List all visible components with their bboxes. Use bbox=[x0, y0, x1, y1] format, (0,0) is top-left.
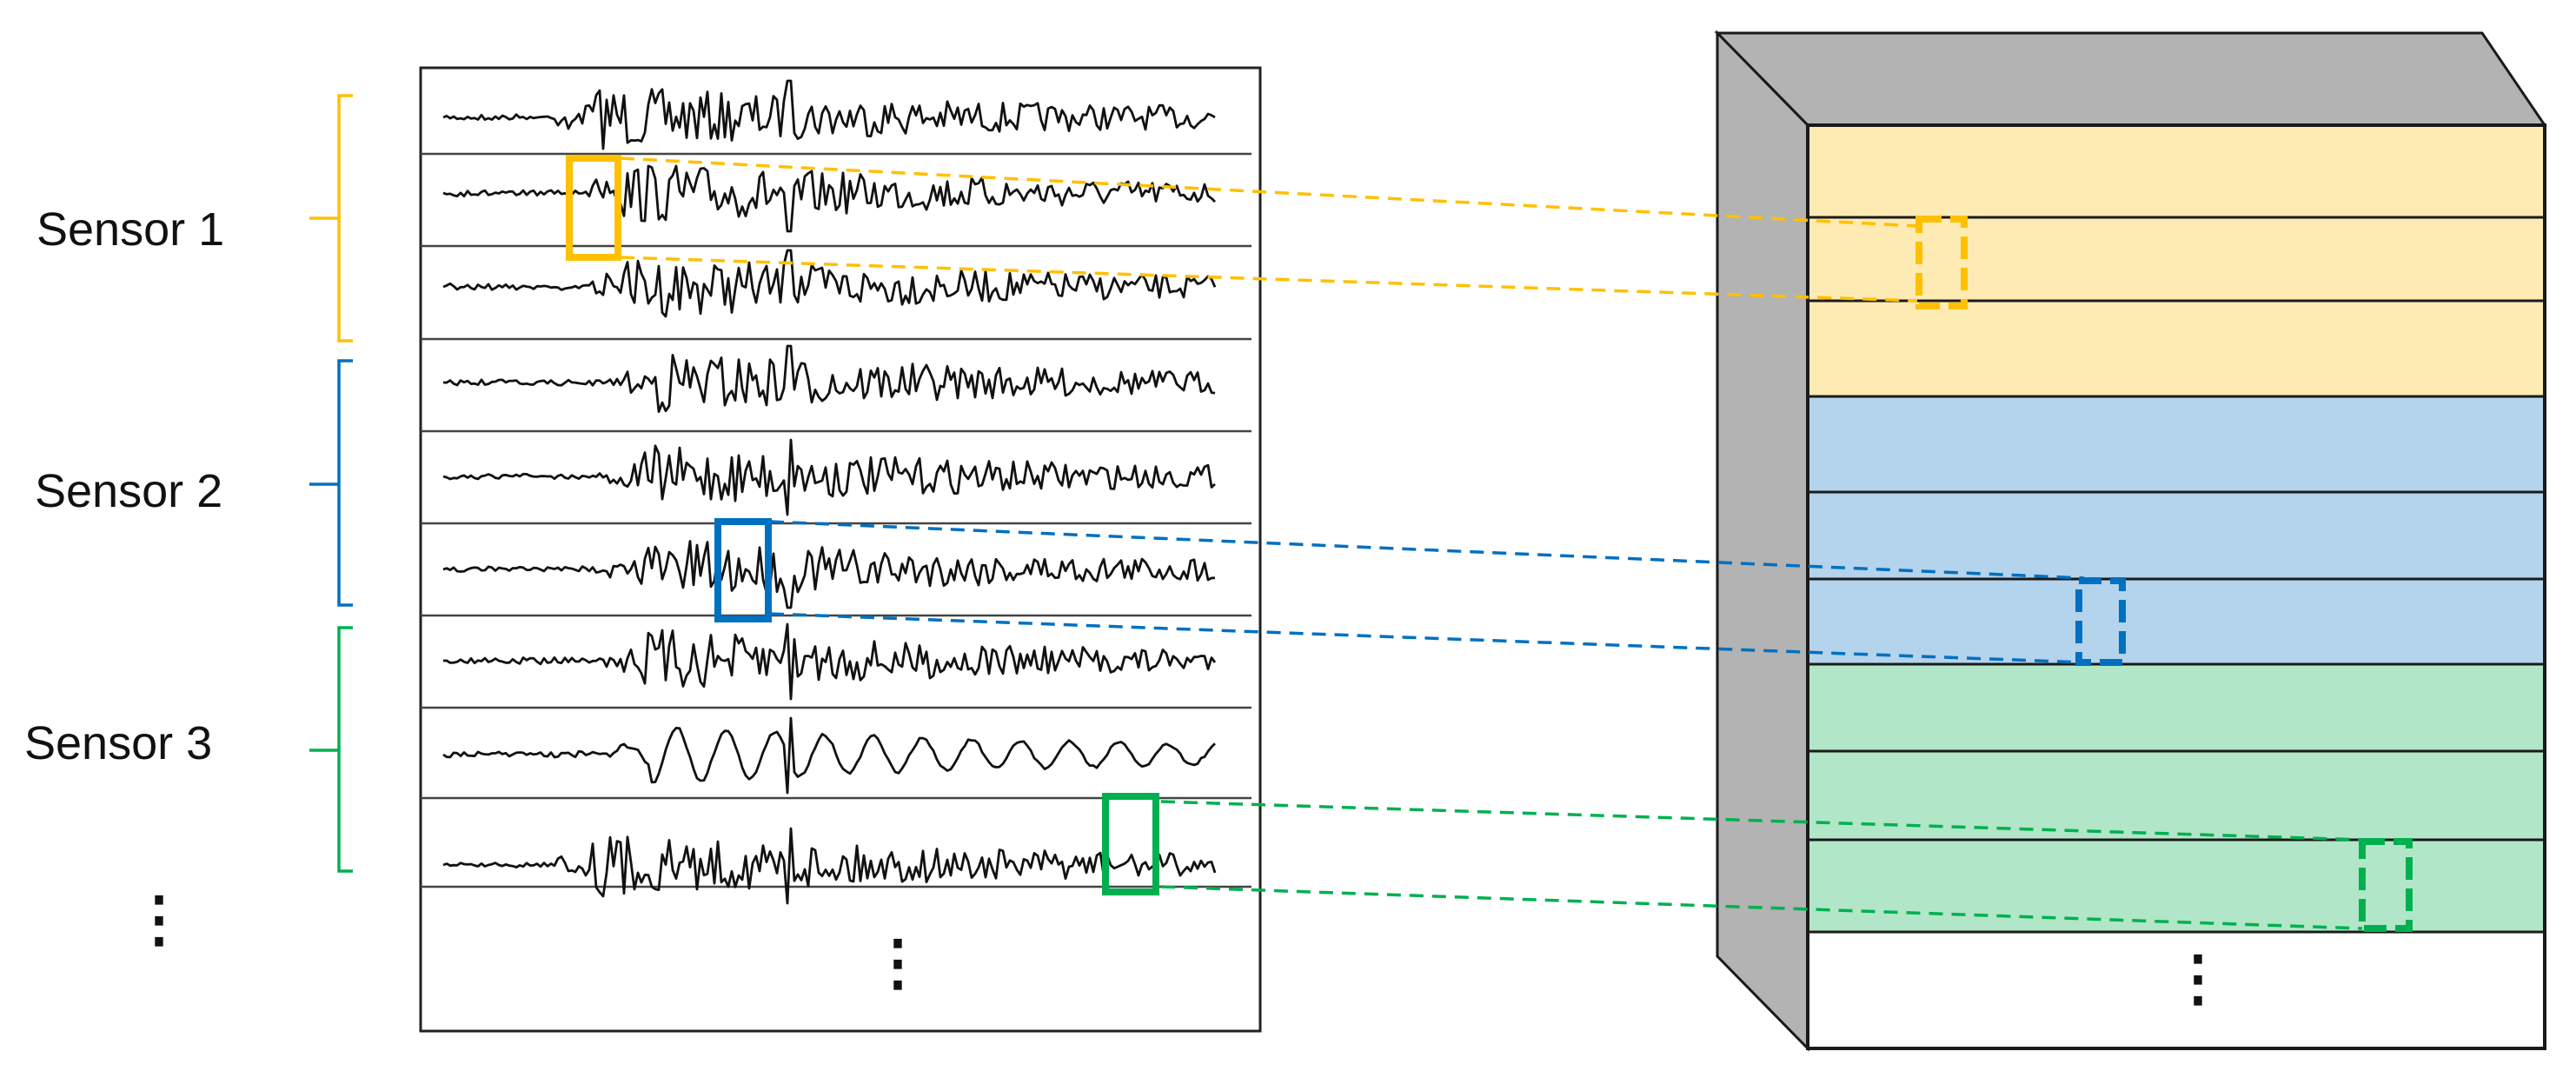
waveform-trace bbox=[442, 540, 1216, 609]
block-row-dividers bbox=[1808, 216, 2545, 934]
sensor-3-mapping bbox=[1102, 793, 2413, 932]
sensor-1-mapping-line bbox=[620, 156, 1918, 228]
sensor-1-mapping-line bbox=[620, 256, 1918, 303]
block-top-face bbox=[1714, 31, 2547, 127]
sensor-brackets bbox=[309, 94, 353, 873]
sensor-3-label: Sensor 3 bbox=[24, 717, 213, 769]
sensor-1-source-window bbox=[566, 155, 621, 261]
waveform-panel bbox=[419, 66, 1262, 1033]
sensor-3-target-patch bbox=[2359, 838, 2413, 932]
more-rows-ellipsis: ⋮ bbox=[2168, 948, 2228, 1008]
block-sensor-2-region bbox=[1808, 396, 2545, 664]
sensor-2-target-patch bbox=[2075, 577, 2126, 666]
sensor-3-mapping-line bbox=[1160, 885, 2363, 930]
sensor-2-mapping-line bbox=[769, 520, 2085, 580]
more-sensors-ellipsis: ⋮ bbox=[129, 885, 189, 953]
waveform-trace bbox=[442, 249, 1217, 318]
block-sensor-1-region bbox=[1808, 125, 2545, 396]
block-remaining-region bbox=[1808, 932, 2545, 1048]
sensor-3-bracket bbox=[309, 626, 353, 873]
block-side-face bbox=[1716, 30, 1809, 1052]
sensor-2-source-window bbox=[714, 518, 772, 622]
sensor-3-source-window bbox=[1102, 793, 1159, 895]
block-sensor-3-region bbox=[1808, 664, 2545, 932]
waveform-trace bbox=[442, 716, 1216, 795]
waveform-trace bbox=[442, 438, 1216, 516]
sensor-1-target-patch bbox=[1915, 216, 1968, 309]
feature-block bbox=[1714, 30, 2547, 1052]
trace-dividers bbox=[421, 152, 1251, 888]
sensor-1-bracket bbox=[309, 94, 353, 343]
more-traces-ellipsis: ⋮ bbox=[867, 933, 928, 993]
waveform-trace bbox=[442, 622, 1217, 701]
waveform-trace bbox=[442, 344, 1216, 413]
sensor-2-mapping-line bbox=[769, 612, 2085, 664]
sensor-3-mapping-line bbox=[1160, 800, 2363, 842]
sensor-2-mapping bbox=[714, 518, 2126, 666]
sensor-1-mapping bbox=[566, 155, 1968, 309]
waveform-trace bbox=[442, 79, 1216, 150]
sensor-1-label: Sensor 1 bbox=[37, 203, 225, 256]
sensor-2-label: Sensor 2 bbox=[35, 465, 223, 517]
waveform-trace bbox=[442, 827, 1217, 905]
sensor-2-bracket bbox=[309, 359, 353, 607]
seismic-waveforms bbox=[442, 79, 1217, 905]
block-front-face-outline bbox=[1806, 123, 2546, 1050]
